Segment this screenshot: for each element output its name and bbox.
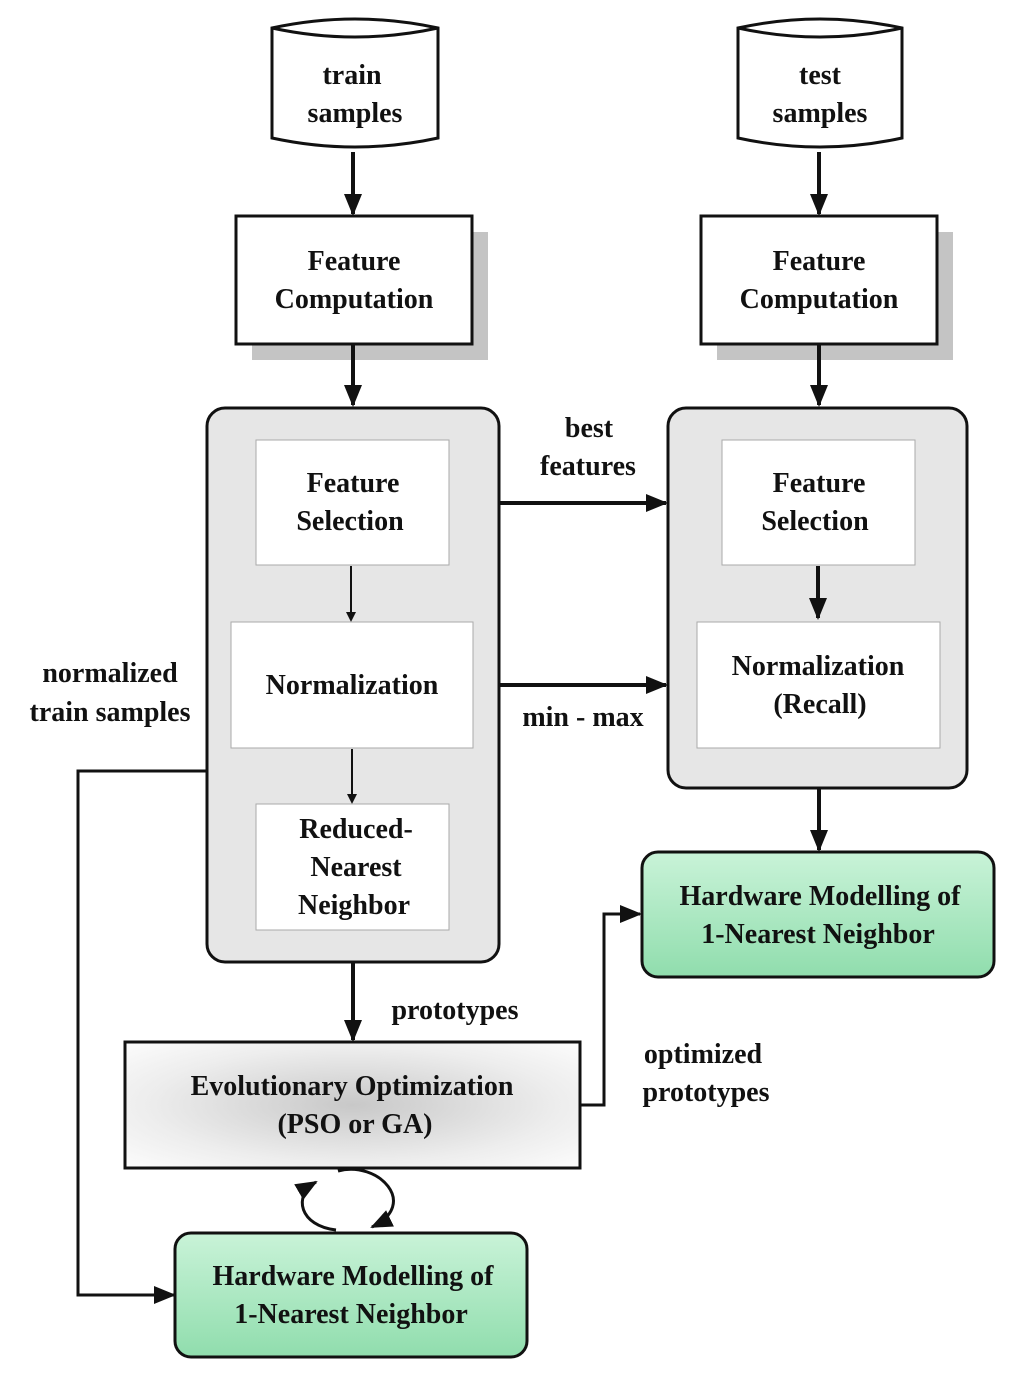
reduced-nn-line2: Nearest [310,852,402,883]
normalization-recall-box: Normalization (Recall) [696,621,941,749]
prototypes-label: prototypes [391,995,518,1026]
evolutionary-optimization-box: Evolutionary Optimization (PSO or GA) [123,1040,582,1170]
test-samples-line1: test [799,60,842,91]
feature-selection-test-line1: Feature [773,468,866,499]
feature-computation-train-line1: Feature [308,246,401,277]
arrow-normalized-train-samples [76,769,207,1304]
optimization-feedback-loop [294,1167,395,1232]
best-features-label-line2: features [540,451,636,482]
normalization-recall-line2: (Recall) [773,689,866,720]
hardware-modelling-train-box: Hardware Modelling of 1-Nearest Neighbor [173,1231,529,1359]
hardware-modelling-test-box: Hardware Modelling of 1-Nearest Neighbor [640,850,996,979]
best-features-label-line1: best [565,413,614,444]
normalization-recall-line1: Normalization [732,651,905,682]
feature-computation-train-line2: Computation [275,284,434,315]
normalization-train-line1: Normalization [266,670,439,701]
optimized-prototypes-label-line2: prototypes [642,1077,769,1108]
test-samples-database: test samples [736,17,904,149]
normalized-train-samples-label-line1: normalized [42,658,178,689]
train-samples-database: train samples [270,17,440,149]
feature-selection-train-box: Feature Selection [255,439,450,566]
evolutionary-line2: (PSO or GA) [277,1109,432,1140]
feature-selection-test-box: Feature Selection [721,439,916,566]
evolutionary-line1: Evolutionary Optimization [191,1071,514,1102]
normalization-train-box: Normalization [230,621,474,749]
feature-selection-train-line2: Selection [296,506,404,537]
feature-selection-train-line1: Feature [307,468,400,499]
train-samples-line1: train [322,60,382,91]
min-max-label: min - max [522,702,643,733]
feature-computation-test-line1: Feature [773,246,866,277]
hardware-train-line1: Hardware Modelling of [212,1261,494,1292]
hardware-test-line1: Hardware Modelling of [679,881,961,912]
hardware-test-line2: 1-Nearest Neighbor [701,919,935,950]
optimized-prototypes-label-line1: optimized [644,1039,763,1070]
arrow-optimized-prototypes [580,905,642,1107]
reduced-nearest-neighbor-box: Reduced- Nearest Neighbor [255,803,450,931]
feature-computation-test-box: Feature Computation [699,214,953,360]
feature-computation-test-line2: Computation [740,284,899,315]
reduced-nn-line3: Neighbor [298,890,410,921]
feature-selection-test-line2: Selection [761,506,869,537]
normalized-train-samples-label-line2: train samples [30,697,191,728]
test-samples-line2: samples [773,98,868,129]
reduced-nn-line1: Reduced- [299,814,413,845]
hardware-train-line2: 1-Nearest Neighbor [234,1299,468,1330]
train-samples-line2: samples [308,98,403,129]
feature-computation-train-box: Feature Computation [234,214,488,360]
